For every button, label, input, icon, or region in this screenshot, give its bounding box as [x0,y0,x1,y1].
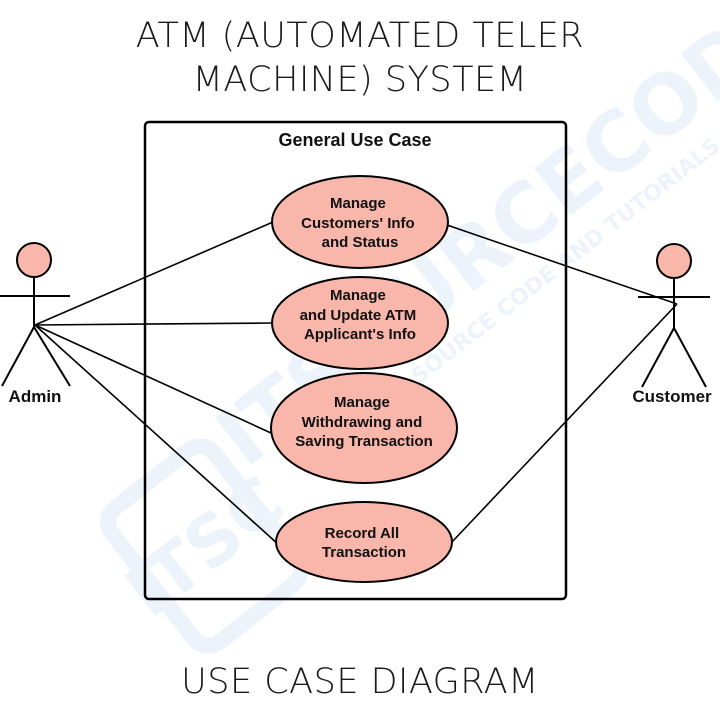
actor-customer: Customer [632,243,712,406]
title-line-1: ATM (AUTOMATED TELER [135,16,585,56]
use-case-4-label: Record All Transaction [322,525,406,561]
actor-admin-label: Admin [9,387,62,406]
actor-admin-body [0,277,71,387]
title-line-2: MACHINE) SYSTEM [192,60,528,100]
association-admin-usecase-1 [34,221,274,326]
use-case-2-label: Manage and Update ATM Applicant's Info [300,287,421,343]
system-boundary [143,120,568,601]
use-case-3-ellipse [270,372,458,484]
use-case-4: Record All Transaction [275,501,453,583]
use-case-2: Manage and Update ATM Applicant's Info [271,276,449,370]
association-lines [34,221,678,546]
use-case-3-label: Manage Withdrawing and Saving Transactio… [295,394,433,450]
system-boundary-label: General Use Case [278,130,431,150]
actor-customer-head [656,243,692,279]
watermark-logo-frame [99,438,309,654]
actor-customer-label: Customer [632,387,712,406]
use-case-2-ellipse [271,276,449,370]
association-customer-usecase-4 [451,303,678,543]
use-case-4-ellipse [275,501,453,583]
use-case-1-ellipse [271,175,449,269]
diagram-title: ATM (AUTOMATED TELER MACHINE) SYSTEM [0,14,720,102]
diagram-footer: USE CASE DIAGRAM [181,662,539,702]
actor-admin-head [16,242,52,278]
association-admin-usecase-3 [34,324,272,434]
association-customer-usecase-1 [446,224,678,305]
actor-admin: Admin [0,242,71,406]
association-admin-usecase-2 [34,322,273,326]
actor-customer-body [638,278,710,388]
association-admin-usecase-4 [34,324,280,546]
use-case-1-label: Manage Customers' Info and Status [301,195,419,251]
use-case-1: Manage Customers' Info and Status [271,175,449,269]
use-case-3: Manage Withdrawing and Saving Transactio… [270,372,458,484]
